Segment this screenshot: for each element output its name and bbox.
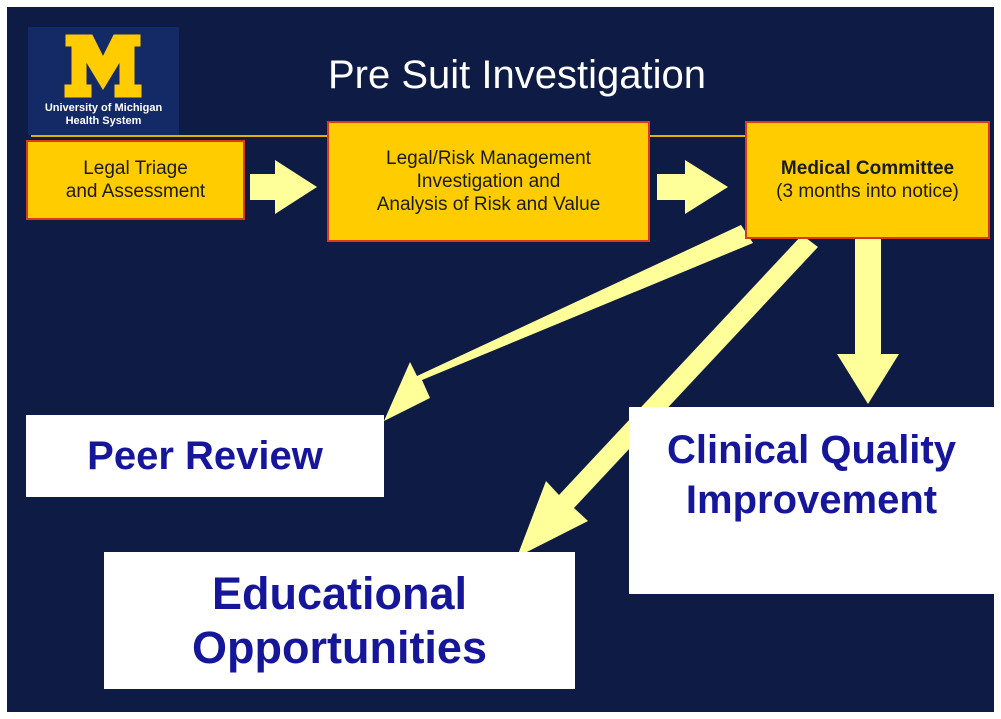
arrow-committee-to-peer-review bbox=[384, 225, 753, 421]
logo-health-system: Health System bbox=[65, 115, 142, 127]
arrow-committee-to-clinical bbox=[837, 236, 899, 404]
committee-note: (3 months into notice) bbox=[776, 181, 959, 202]
legal-triage-box: Legal Triage and Assessment bbox=[26, 140, 245, 220]
block-m-icon bbox=[64, 34, 142, 98]
peer-review-box: Peer Review bbox=[26, 415, 384, 497]
clinical-line-1: Clinical Quality bbox=[667, 428, 956, 472]
educational-opportunities-box: Educational Opportunities bbox=[104, 552, 575, 689]
slide-title: Pre Suit Investigation bbox=[328, 53, 706, 97]
clinical-line-2: Improvement bbox=[685, 478, 938, 522]
flow-arrows bbox=[250, 160, 899, 557]
legal-risk-box: Legal/Risk Management Investigation and … bbox=[327, 121, 650, 242]
medical-committee-box: Medical Committee (3 months into notice) bbox=[745, 121, 990, 239]
triage-line-2: and Assessment bbox=[65, 181, 206, 202]
slide: University of Michigan Health System Pre… bbox=[7, 7, 994, 712]
educational-line-2: Opportunities bbox=[192, 621, 487, 673]
clinical-quality-box: Clinical Quality Improvement bbox=[629, 407, 994, 594]
committee-title: Medical Committee bbox=[780, 158, 955, 179]
legal-line-2: Investigation and bbox=[416, 171, 561, 192]
legal-line-1: Legal/Risk Management bbox=[386, 148, 591, 169]
logo-university-name: University of Michigan bbox=[44, 102, 163, 114]
arrow-triage-to-legal bbox=[250, 160, 317, 214]
arrow-committee-to-educational bbox=[517, 235, 818, 557]
educational-line-1: Educational bbox=[211, 567, 468, 619]
legal-line-3: Analysis of Risk and Value bbox=[376, 194, 601, 215]
university-logo: University of Michigan Health System bbox=[28, 27, 179, 135]
triage-line-1: Legal Triage bbox=[83, 158, 188, 179]
arrow-legal-to-committee bbox=[657, 160, 728, 214]
peer-review-label: Peer Review bbox=[87, 433, 323, 478]
